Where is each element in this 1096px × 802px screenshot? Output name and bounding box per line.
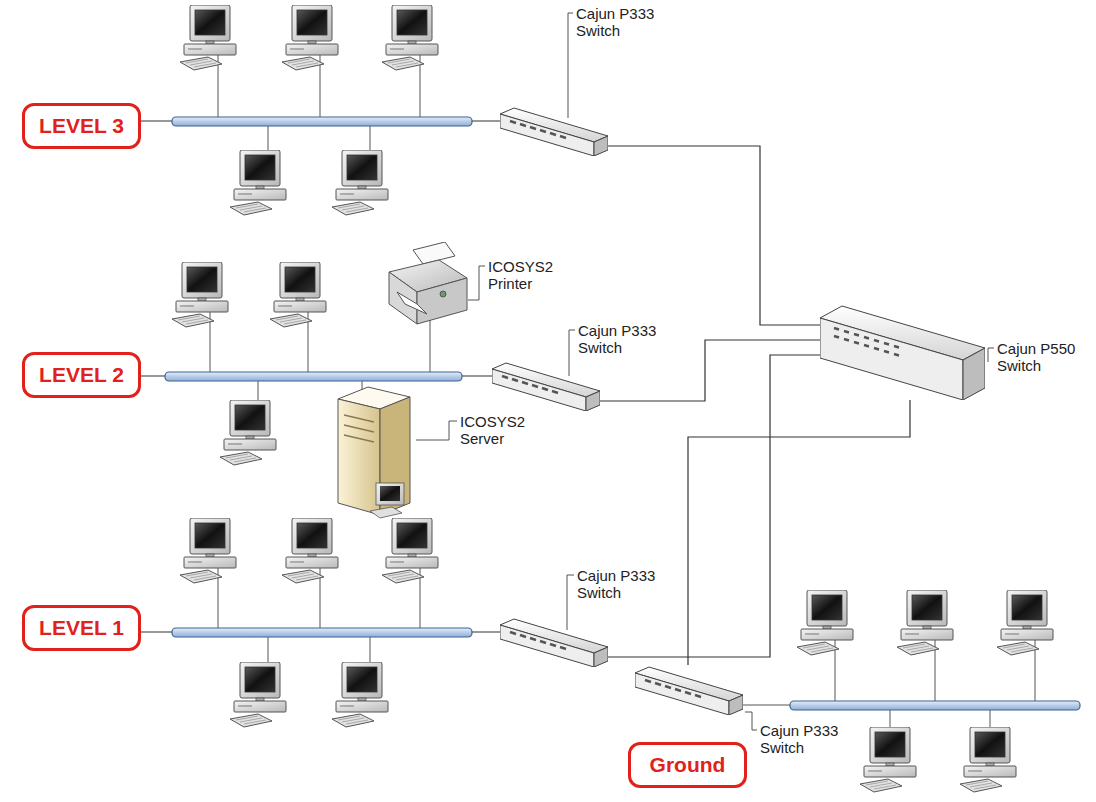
level-text: LEVEL 2: [39, 363, 124, 386]
printer-icon: [383, 242, 471, 330]
leader-line: [568, 13, 573, 118]
computer-icon: [180, 5, 236, 70]
switch-icon: [635, 665, 743, 715]
device-label: Cajun P333 Switch: [760, 722, 852, 756]
computer-icon: [382, 518, 438, 583]
switch-icon: [492, 361, 600, 411]
leader-line: [988, 348, 994, 362]
switch-icon: [500, 617, 608, 667]
computer-icon: [172, 5, 1053, 792]
computer-icon: [230, 662, 286, 727]
level-label: Ground: [628, 742, 747, 788]
switch-icon: [635, 667, 743, 715]
computer-icon: [282, 518, 338, 583]
level-text: LEVEL 1: [39, 616, 124, 639]
level-label: LEVEL 1: [22, 605, 141, 651]
computer-icon: [797, 590, 853, 655]
switch-icon: Cajun P333 Switch: [492, 361, 600, 411]
drop-line: [743, 705, 790, 706]
level-text: LEVEL 3: [39, 114, 124, 137]
computer-icon: [282, 5, 338, 70]
device-label: Cajun P333 Switch: [578, 322, 670, 356]
network-cable: [608, 146, 820, 325]
network-cable: [608, 355, 820, 657]
bus-bar: [790, 701, 1080, 710]
switch-icon: [500, 108, 608, 156]
device-label: ICOSYS2 Server: [460, 413, 552, 447]
switch-icon: [492, 363, 600, 411]
device-label: Cajun P550 Switch: [997, 340, 1089, 374]
computer-icon: [270, 262, 326, 327]
core-switch-icon: Cajun P550 Switch: [820, 300, 985, 400]
switch-icon: [500, 619, 608, 667]
drop-line: [835, 640, 1035, 727]
leader-line: [567, 575, 574, 630]
device-label: Cajun P333 Switch: [576, 5, 668, 39]
drop-line: [210, 312, 430, 402]
computer-icon: [382, 5, 438, 70]
device-label: Cajun P333 Switch: [760, 722, 852, 756]
device-label: ICOSYS2 Printer: [488, 258, 580, 292]
computer-icon: [332, 662, 388, 727]
device-label: Cajun P333 Switch: [576, 5, 668, 39]
computer-icon: [960, 727, 1016, 792]
bus-bar: [172, 117, 472, 126]
computer-icon: [997, 590, 1053, 655]
computer-icon: [230, 150, 286, 215]
core-switch-icon: [820, 300, 985, 400]
drop-line: [210, 55, 1035, 727]
computer-icon: [860, 727, 916, 792]
drop-line: [218, 55, 420, 152]
network-cable: [688, 400, 910, 665]
level-text: Ground: [650, 753, 726, 776]
bus-bar: [172, 628, 472, 637]
server-icon: [330, 385, 422, 520]
computer-icon: [332, 150, 388, 215]
level-label: LEVEL 2: [22, 352, 141, 398]
leader-line: [416, 13, 994, 730]
device-label: Cajun P333 Switch: [577, 567, 669, 601]
bus-bar: [165, 372, 462, 381]
computer-icon: [220, 400, 276, 465]
switch-icon: Cajun P333 Switch: [500, 617, 608, 667]
device-label: ICOSYS2 Printer: [488, 258, 580, 292]
computer-icon: [172, 262, 228, 327]
bus-bar: [165, 117, 1080, 710]
printer-icon: ICOSYS2 Printer: [383, 242, 471, 330]
leader-line: [745, 712, 757, 730]
leader-line: [416, 421, 457, 440]
leader-line: [468, 266, 485, 300]
switch-icon: [500, 106, 608, 156]
device-label: Cajun P550 Switch: [997, 340, 1089, 374]
server-icon: [338, 387, 410, 518]
switch-icon: Cajun P333 Switch: [500, 106, 608, 156]
core-switch-icon: [820, 306, 985, 400]
device-label: ICOSYS2 Server: [460, 413, 552, 447]
device-label: Cajun P333 Switch: [577, 567, 669, 601]
drop-line: [218, 568, 420, 664]
leader-line: [569, 330, 575, 376]
computer-icon: [180, 518, 236, 583]
level-label: LEVEL 3: [22, 103, 141, 149]
device-label: Cajun P333 Switch: [578, 322, 670, 356]
computer-icon: [897, 590, 953, 655]
switch-icon: Cajun P333 Switch: [635, 665, 743, 715]
network-cable: [600, 340, 820, 401]
server-icon: ICOSYS2 Server: [330, 385, 422, 520]
printer-icon: [389, 242, 467, 324]
